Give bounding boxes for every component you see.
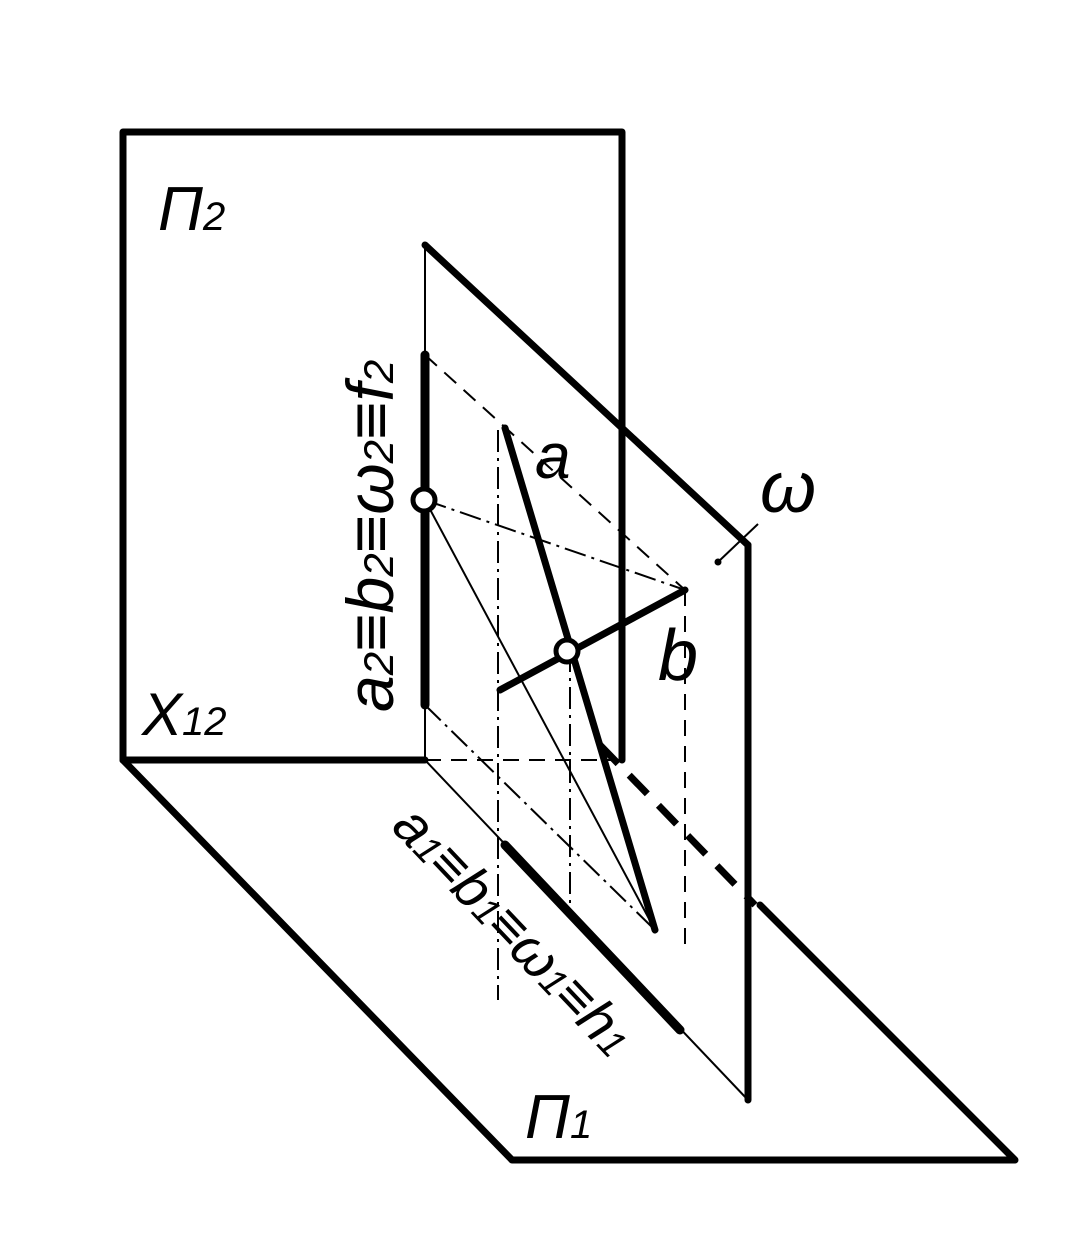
label-omega: ω xyxy=(760,448,816,528)
intersection-point-ab xyxy=(553,637,581,665)
aux-line-top xyxy=(424,354,686,591)
label-plane-p1: П1 xyxy=(525,1083,592,1152)
label-plane-p2: П2 xyxy=(158,175,225,244)
omega-leader-dot xyxy=(714,558,722,566)
plane-omega-hidden-part xyxy=(597,742,758,908)
plane-p1-outline xyxy=(119,756,1019,1164)
aux-line-mid-2 xyxy=(424,499,656,931)
line-a xyxy=(501,424,659,934)
horizontal-trace-line xyxy=(500,840,685,1035)
aux-line-mid xyxy=(424,499,686,591)
label-horizontal-trace: a1≡b1≡ω1≡h1 xyxy=(381,793,647,1068)
label-frontal-trace: a2≡b2≡ω2≡f2 xyxy=(333,360,407,712)
plane-omega-top-edge xyxy=(421,241,752,549)
line-b xyxy=(496,586,689,694)
label-axis-x12: X12 xyxy=(140,681,227,748)
omega-leader-line xyxy=(717,523,759,563)
aux-line-lower xyxy=(424,704,656,931)
label-line-b: b xyxy=(658,616,698,696)
label-line-a: a xyxy=(535,420,571,492)
intersection-point-frontal xyxy=(410,486,438,514)
